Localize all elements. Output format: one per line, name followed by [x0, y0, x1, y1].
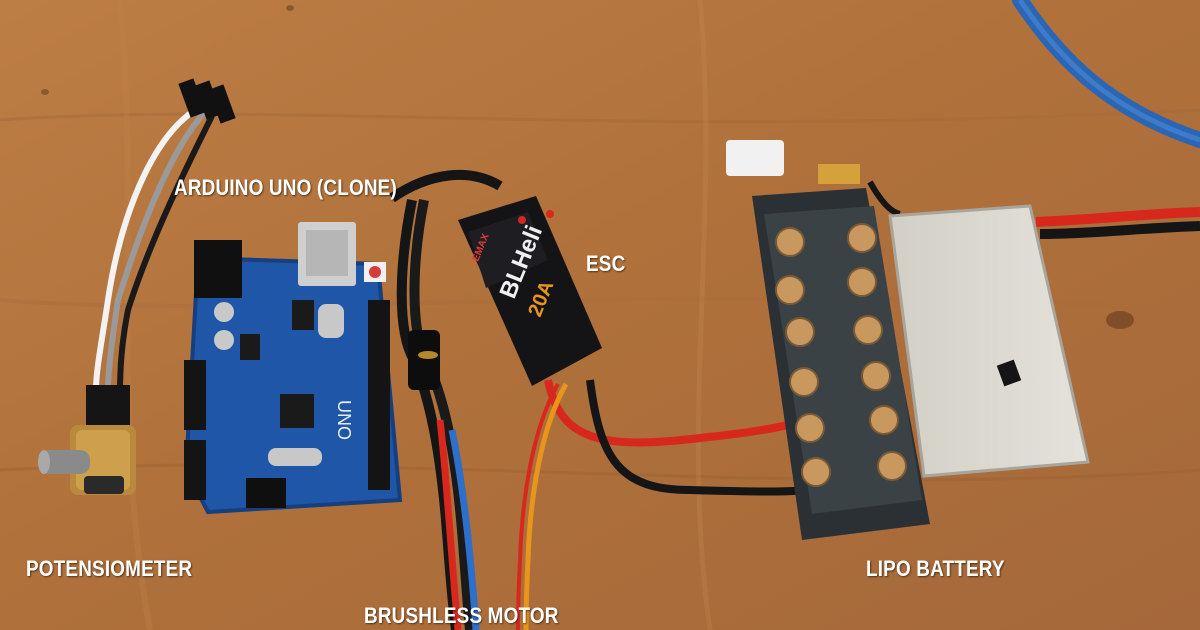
arduino-uno-board: UNO: [183, 222, 403, 515]
esc-controller: EMAX BLHeli 20A: [389, 169, 602, 386]
lipo-battery: [888, 204, 1200, 478]
uno-label: UNO: [334, 400, 354, 440]
caption-esc: ESC: [586, 251, 626, 276]
potentiometer-wires: [93, 78, 236, 391]
caption-brushless-motor: BRUSHLESS MOTOR: [364, 603, 559, 628]
caption-lipo-battery: LIPO BATTERY: [866, 556, 1005, 581]
caption-potentiometer: POTENSIOMETER: [26, 556, 193, 581]
motor-wires: [396, 199, 480, 630]
esc-wires: [516, 379, 807, 630]
caption-arduino-uno: ARDUINO UNO (CLONE): [174, 175, 397, 200]
potentiometer: [38, 385, 136, 495]
terminal-block: [726, 140, 930, 540]
